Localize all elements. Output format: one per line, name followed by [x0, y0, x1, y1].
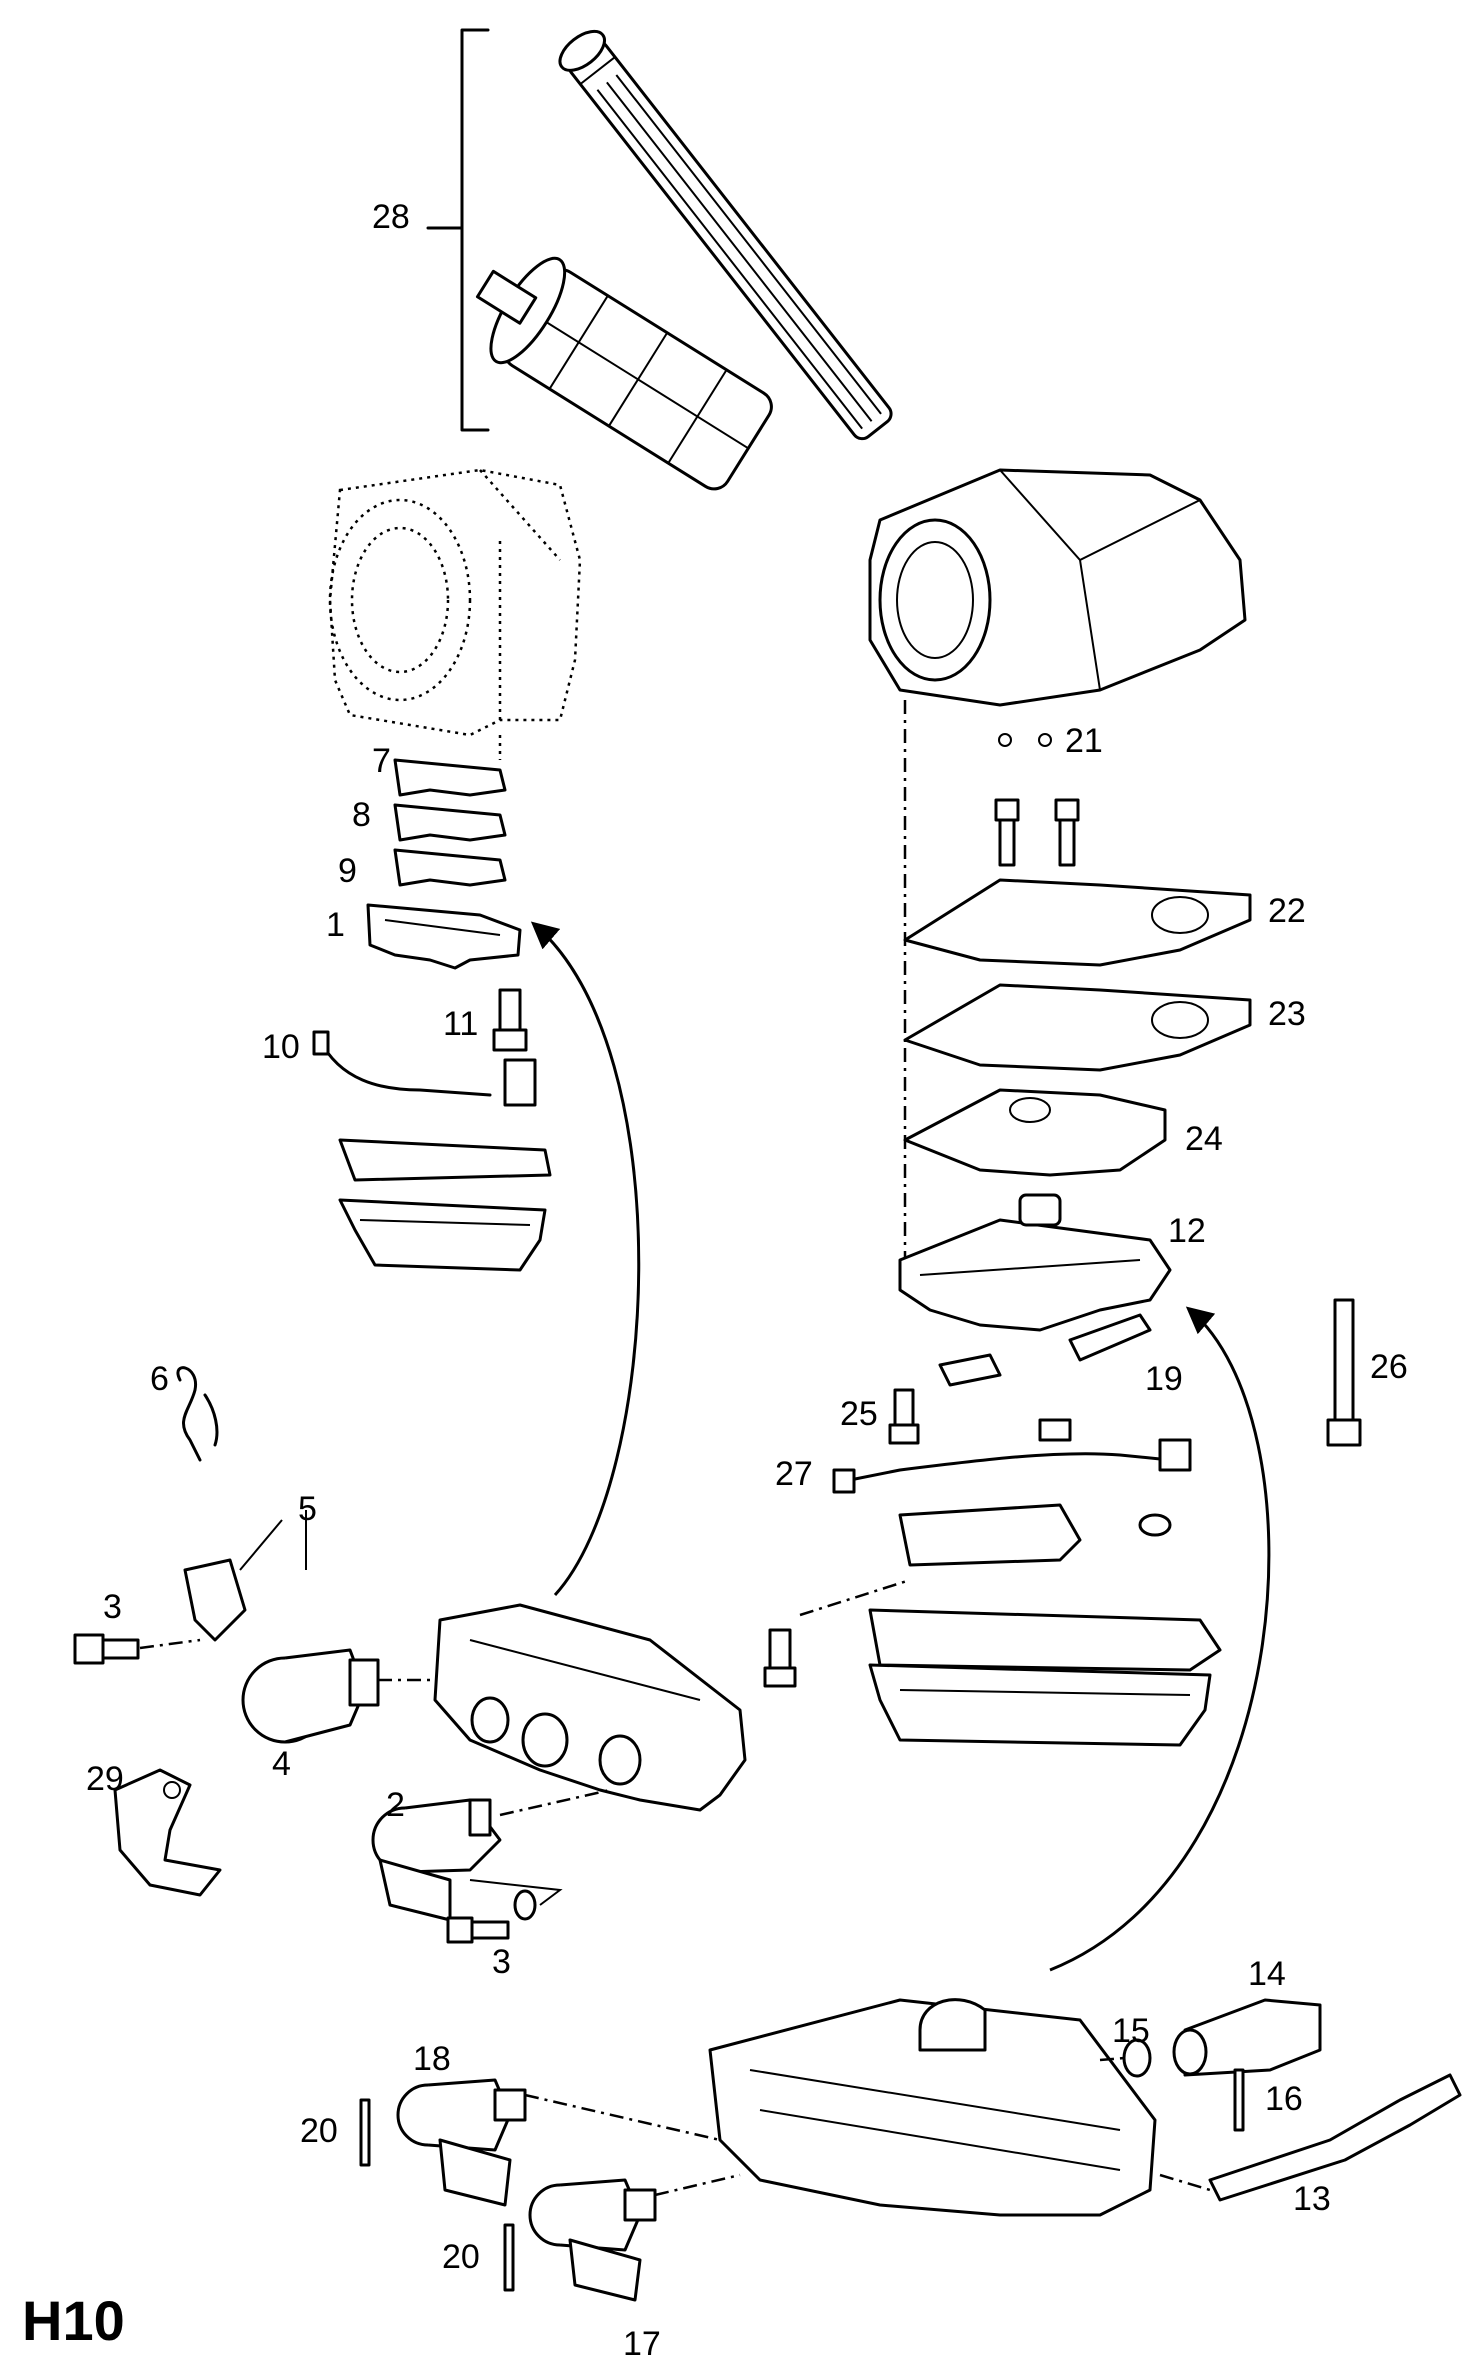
- bracket-5: [183, 1558, 247, 1642]
- callout-10: 10: [262, 1028, 300, 1066]
- valve-body-center: [433, 1603, 747, 1812]
- valve-body-small-1: [366, 903, 522, 970]
- bolt-pan: [763, 1628, 797, 1688]
- callout-15: 15: [1112, 2012, 1150, 2050]
- page-code: H10: [22, 2289, 125, 2352]
- callout-23: 23: [1268, 995, 1306, 1033]
- leader-5b: [239, 1519, 283, 1571]
- callout-17: 17: [623, 2325, 661, 2363]
- callout-6: 6: [150, 1360, 169, 1398]
- clips-19: [938, 1313, 1152, 1387]
- callout-3-upper: 3: [103, 1588, 122, 1626]
- callout-1: 1: [326, 906, 345, 944]
- callout-3-lower: 3: [492, 1943, 511, 1981]
- callout-24: 24: [1185, 1120, 1223, 1158]
- solenoid-2: [371, 1798, 502, 1922]
- callout-11: 11: [443, 1005, 478, 1043]
- solenoid-18: [396, 2078, 527, 2207]
- callout-labels: 7 8 9 1 11 10 6 5 3 4 29 2 3 28 21 22 23…: [22, 198, 1408, 2363]
- callout-4: 4: [272, 1745, 291, 1783]
- filter-pan-right: [868, 1503, 1222, 1747]
- gasket-23: [903, 983, 1252, 1072]
- transmission-housing: [868, 468, 1247, 747]
- transmission-housing-phantom: [328, 468, 582, 760]
- callout-5: 5: [298, 1490, 317, 1528]
- callout-26: 26: [1370, 1348, 1408, 1386]
- callout-13: 13: [1293, 2180, 1331, 2218]
- callout-14: 14: [1248, 1955, 1286, 1993]
- o-ring-15: [1122, 2038, 1152, 2078]
- solenoid-14: [1172, 1998, 1322, 2077]
- leader-3-lower: [469, 1879, 563, 1906]
- valve-body-bottom: [708, 1998, 1157, 2217]
- bolts-22: [994, 798, 1080, 867]
- callout-20-upper: 20: [300, 2112, 338, 2150]
- callout-2: 2: [386, 1786, 405, 1824]
- callout-19: 19: [1145, 1360, 1183, 1398]
- callout-20-lower: 20: [442, 2238, 480, 2276]
- bolt-11: [492, 988, 528, 1052]
- bolt-3-lower: [446, 1889, 537, 1944]
- bolt-3-left: [73, 1633, 140, 1665]
- callout-12: 12: [1168, 1212, 1206, 1250]
- bolt-26: [1326, 1298, 1362, 1447]
- callout-22: 22: [1268, 892, 1306, 930]
- callout-25: 25: [840, 1395, 878, 1433]
- callout-9: 9: [338, 852, 357, 890]
- callout-21: 21: [1065, 722, 1103, 760]
- callout-7: 7: [372, 742, 391, 780]
- pin-20-lower: [503, 2223, 515, 2292]
- callout-16: 16: [1265, 2080, 1303, 2118]
- pan-left: [338, 1138, 552, 1272]
- harness-10: [312, 1030, 537, 1107]
- bracket-29: [113, 1768, 222, 1897]
- plates-7-8-9: [393, 758, 507, 887]
- callout-27: 27: [775, 1455, 813, 1493]
- gasket-22: [903, 878, 1252, 967]
- solenoid-17: [528, 2178, 657, 2302]
- pin-20-upper: [359, 2098, 371, 2167]
- callout-29: 29: [86, 1760, 124, 1798]
- bolt-25: [888, 1388, 920, 1445]
- solenoid-4: [241, 1648, 380, 1744]
- clip-6: [176, 1366, 219, 1462]
- callout-18: 18: [413, 2040, 451, 2078]
- shaft-13: [1208, 2073, 1462, 2202]
- callout-8: 8: [352, 796, 371, 834]
- harness-27: [832, 1418, 1192, 1494]
- valve-body-12: [898, 1193, 1172, 1332]
- callout-28: 28: [372, 198, 410, 236]
- filter-assembly-28: [426, 28, 893, 491]
- pin-16: [1233, 2068, 1245, 2132]
- plate-24: [903, 1088, 1167, 1177]
